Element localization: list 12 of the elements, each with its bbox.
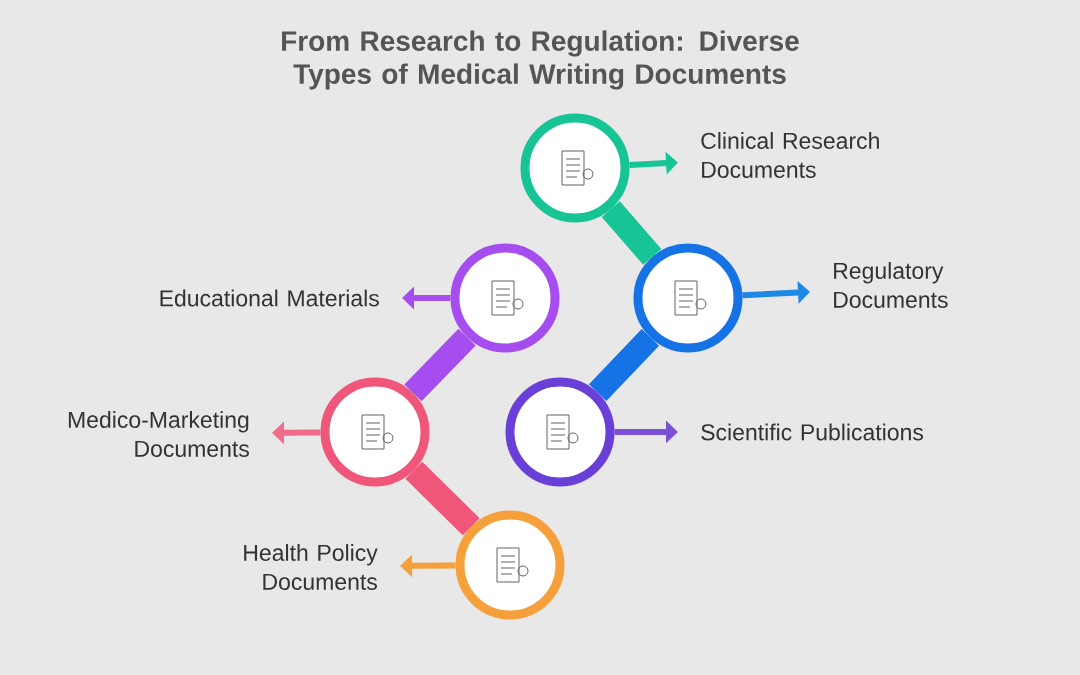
ribbon-connector: [601, 201, 662, 265]
category-label: Educational Materials: [160, 289, 379, 307]
category-label: Scientific Publications: [701, 423, 924, 441]
ribbon-connector: [405, 461, 480, 536]
category-label: Health Policy Documents: [244, 544, 378, 590]
icon-circle: [455, 510, 565, 620]
category-label: Clinical Research Documents: [701, 132, 879, 178]
ribbon-connector: [404, 328, 476, 402]
title: From Research to Regulation: Diverse Types of Medical Writing Documents: [282, 30, 799, 90]
category-label: Medico-Marketing Documents: [68, 411, 249, 457]
category-label: Regulatory Documents: [834, 262, 948, 308]
ribbon-connector: [588, 329, 660, 401]
